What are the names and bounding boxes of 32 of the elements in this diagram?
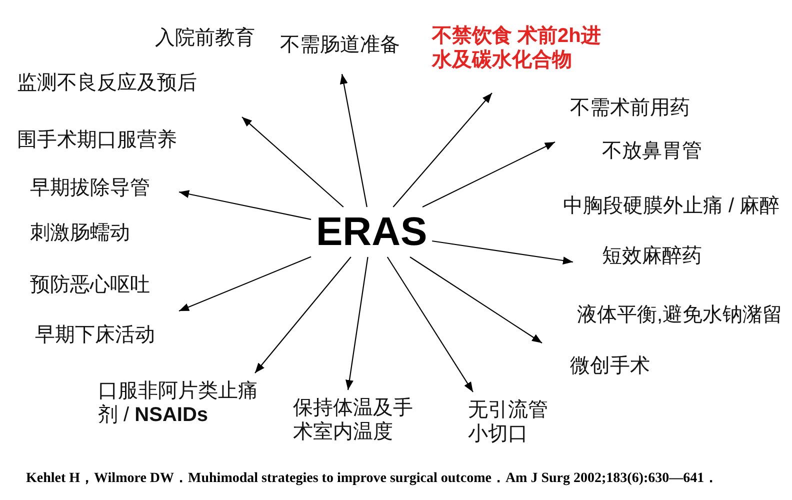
item-label: 刺激肠蠕动	[30, 221, 130, 245]
citation: Kehlet H，Wilmore DW．Muhimodal strategies to improve surgical outcome．Am J Surg 2002;183(6):630—641．	[26, 470, 718, 487]
arrow	[346, 256, 368, 390]
item-label: 口服非阿片类止痛剂 / NSAIDs	[98, 379, 262, 427]
arrow	[242, 116, 344, 208]
item-label: 不放鼻胃管	[602, 139, 702, 163]
arrow	[422, 142, 556, 208]
item-label: 早期下床活动	[35, 323, 155, 347]
item-label: 预防恶心呕吐	[30, 273, 150, 297]
item-label: 不禁饮食 术前2h进水及碳水化合物	[432, 24, 602, 72]
arrow	[386, 256, 474, 392]
arrow	[340, 74, 368, 208]
item-label: 保持体温及手术室内温度	[293, 396, 417, 444]
arrow	[432, 240, 574, 264]
item-label: 无引流管	[468, 398, 548, 422]
item-label: 监测不良反应及预后	[17, 71, 197, 95]
arrow	[178, 256, 312, 312]
item-label: 液体平衡,避免水钠潴留	[577, 303, 783, 327]
item-label: 入院前教育	[155, 26, 255, 50]
item-label: 短效麻醉药	[602, 244, 702, 268]
arrow	[410, 256, 542, 344]
arrow	[178, 190, 312, 220]
item-label: 围手术期口服营养	[17, 128, 177, 152]
central-term: ERAS	[316, 212, 428, 252]
item-label: 不需肠道准备	[280, 33, 400, 57]
item-label: 中胸段硬膜外止痛 / 麻醉	[563, 194, 780, 218]
item-label: 早期拔除导管	[30, 176, 150, 200]
item-label: 小切口	[468, 422, 528, 446]
item-label: 不需术前用药	[570, 96, 690, 120]
arrow	[392, 92, 492, 208]
arrow	[254, 256, 352, 374]
item-label: 微创手术	[570, 354, 650, 378]
